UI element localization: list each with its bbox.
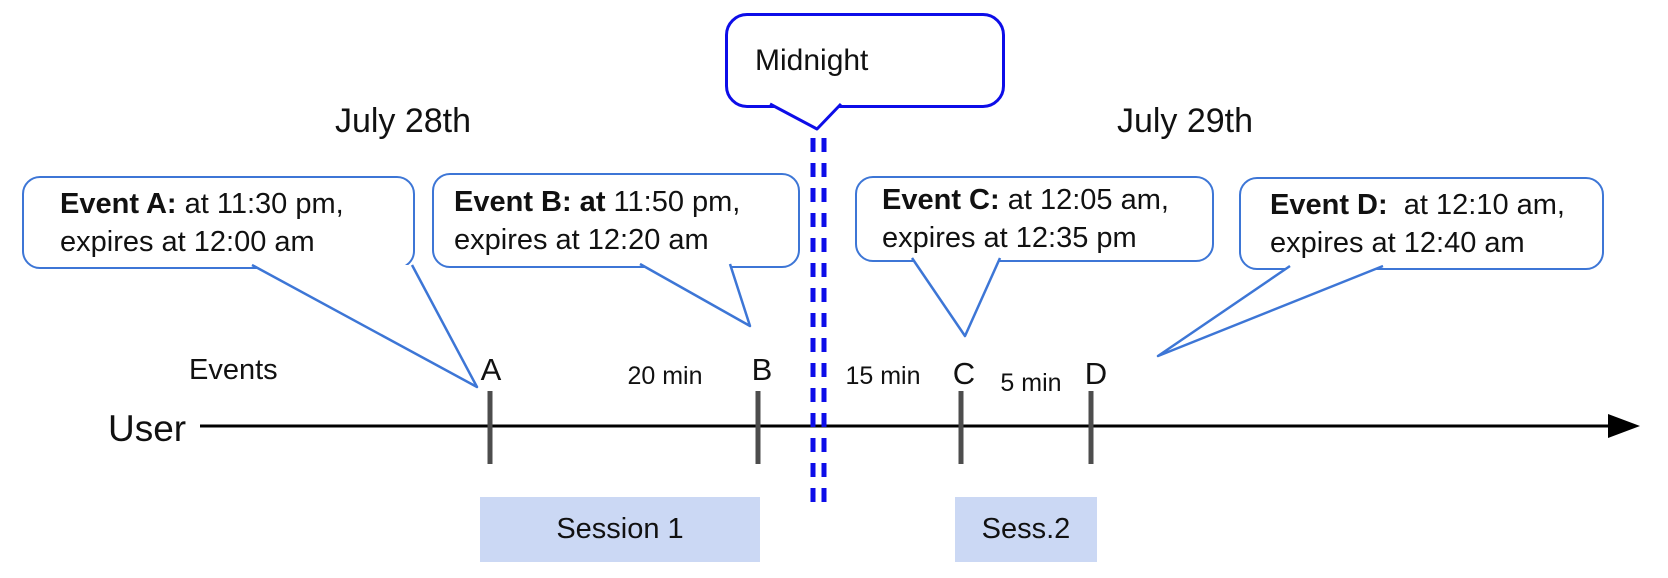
callout-event-b: Event B: at 11:50 pm, expires at 12:20 a…	[432, 173, 800, 268]
callout-c-line2: expires at 12:35 pm	[882, 222, 1137, 254]
tick-label-b: B	[751, 352, 773, 387]
callout-tail-c	[910, 257, 1002, 338]
callout-event-d: Event D: at 12:10 am, expires at 12:40 a…	[1239, 177, 1604, 270]
session-1-box: Session 1	[480, 497, 760, 562]
timeline-arrowhead-icon	[1608, 414, 1640, 438]
tick-label-d: D	[1084, 356, 1108, 391]
user-axis-label: User	[108, 408, 187, 449]
callout-b-line1: Event B: at 11:50 pm,	[454, 185, 741, 218]
callout-b-line2: expires at 12:20 am	[454, 223, 709, 256]
callout-event-c: Event C: at 12:05 am, expires at 12:35 p…	[855, 176, 1214, 262]
tick-label-c: C	[952, 356, 976, 391]
events-axis-label: Events	[189, 354, 278, 386]
session-1-label: Session 1	[556, 513, 684, 545]
callout-event-a: Event A: at 11:30 pm, expires at 12:00 a…	[22, 176, 415, 269]
date-label-july-28: July 28th	[334, 102, 472, 140]
session-2-box: Sess.2	[955, 497, 1097, 562]
gap-label-15min: 15 min	[845, 362, 921, 390]
gap-label-20min: 20 min	[627, 362, 703, 390]
midnight-label: Midnight	[755, 43, 869, 77]
callout-tail-d	[1156, 264, 1384, 358]
gap-label-5min: 5 min	[1000, 369, 1062, 397]
callout-d-line1: Event D: at 12:10 am,	[1270, 188, 1565, 221]
callout-c-line1: Event C: at 12:05 am,	[882, 184, 1169, 216]
tick-label-a: A	[480, 352, 502, 387]
callout-tail-b	[639, 262, 752, 328]
date-label-july-29: July 29th	[1116, 102, 1254, 140]
callout-d-line2: expires at 12:40 am	[1270, 226, 1525, 259]
callout-a-line2: expires at 12:00 am	[60, 225, 315, 258]
callout-a-line1: Event A: at 11:30 pm,	[60, 187, 344, 220]
midnight-bubble: Midnight	[725, 13, 1005, 108]
callout-tail-a	[251, 263, 479, 389]
session-2-label: Sess.2	[981, 513, 1071, 545]
